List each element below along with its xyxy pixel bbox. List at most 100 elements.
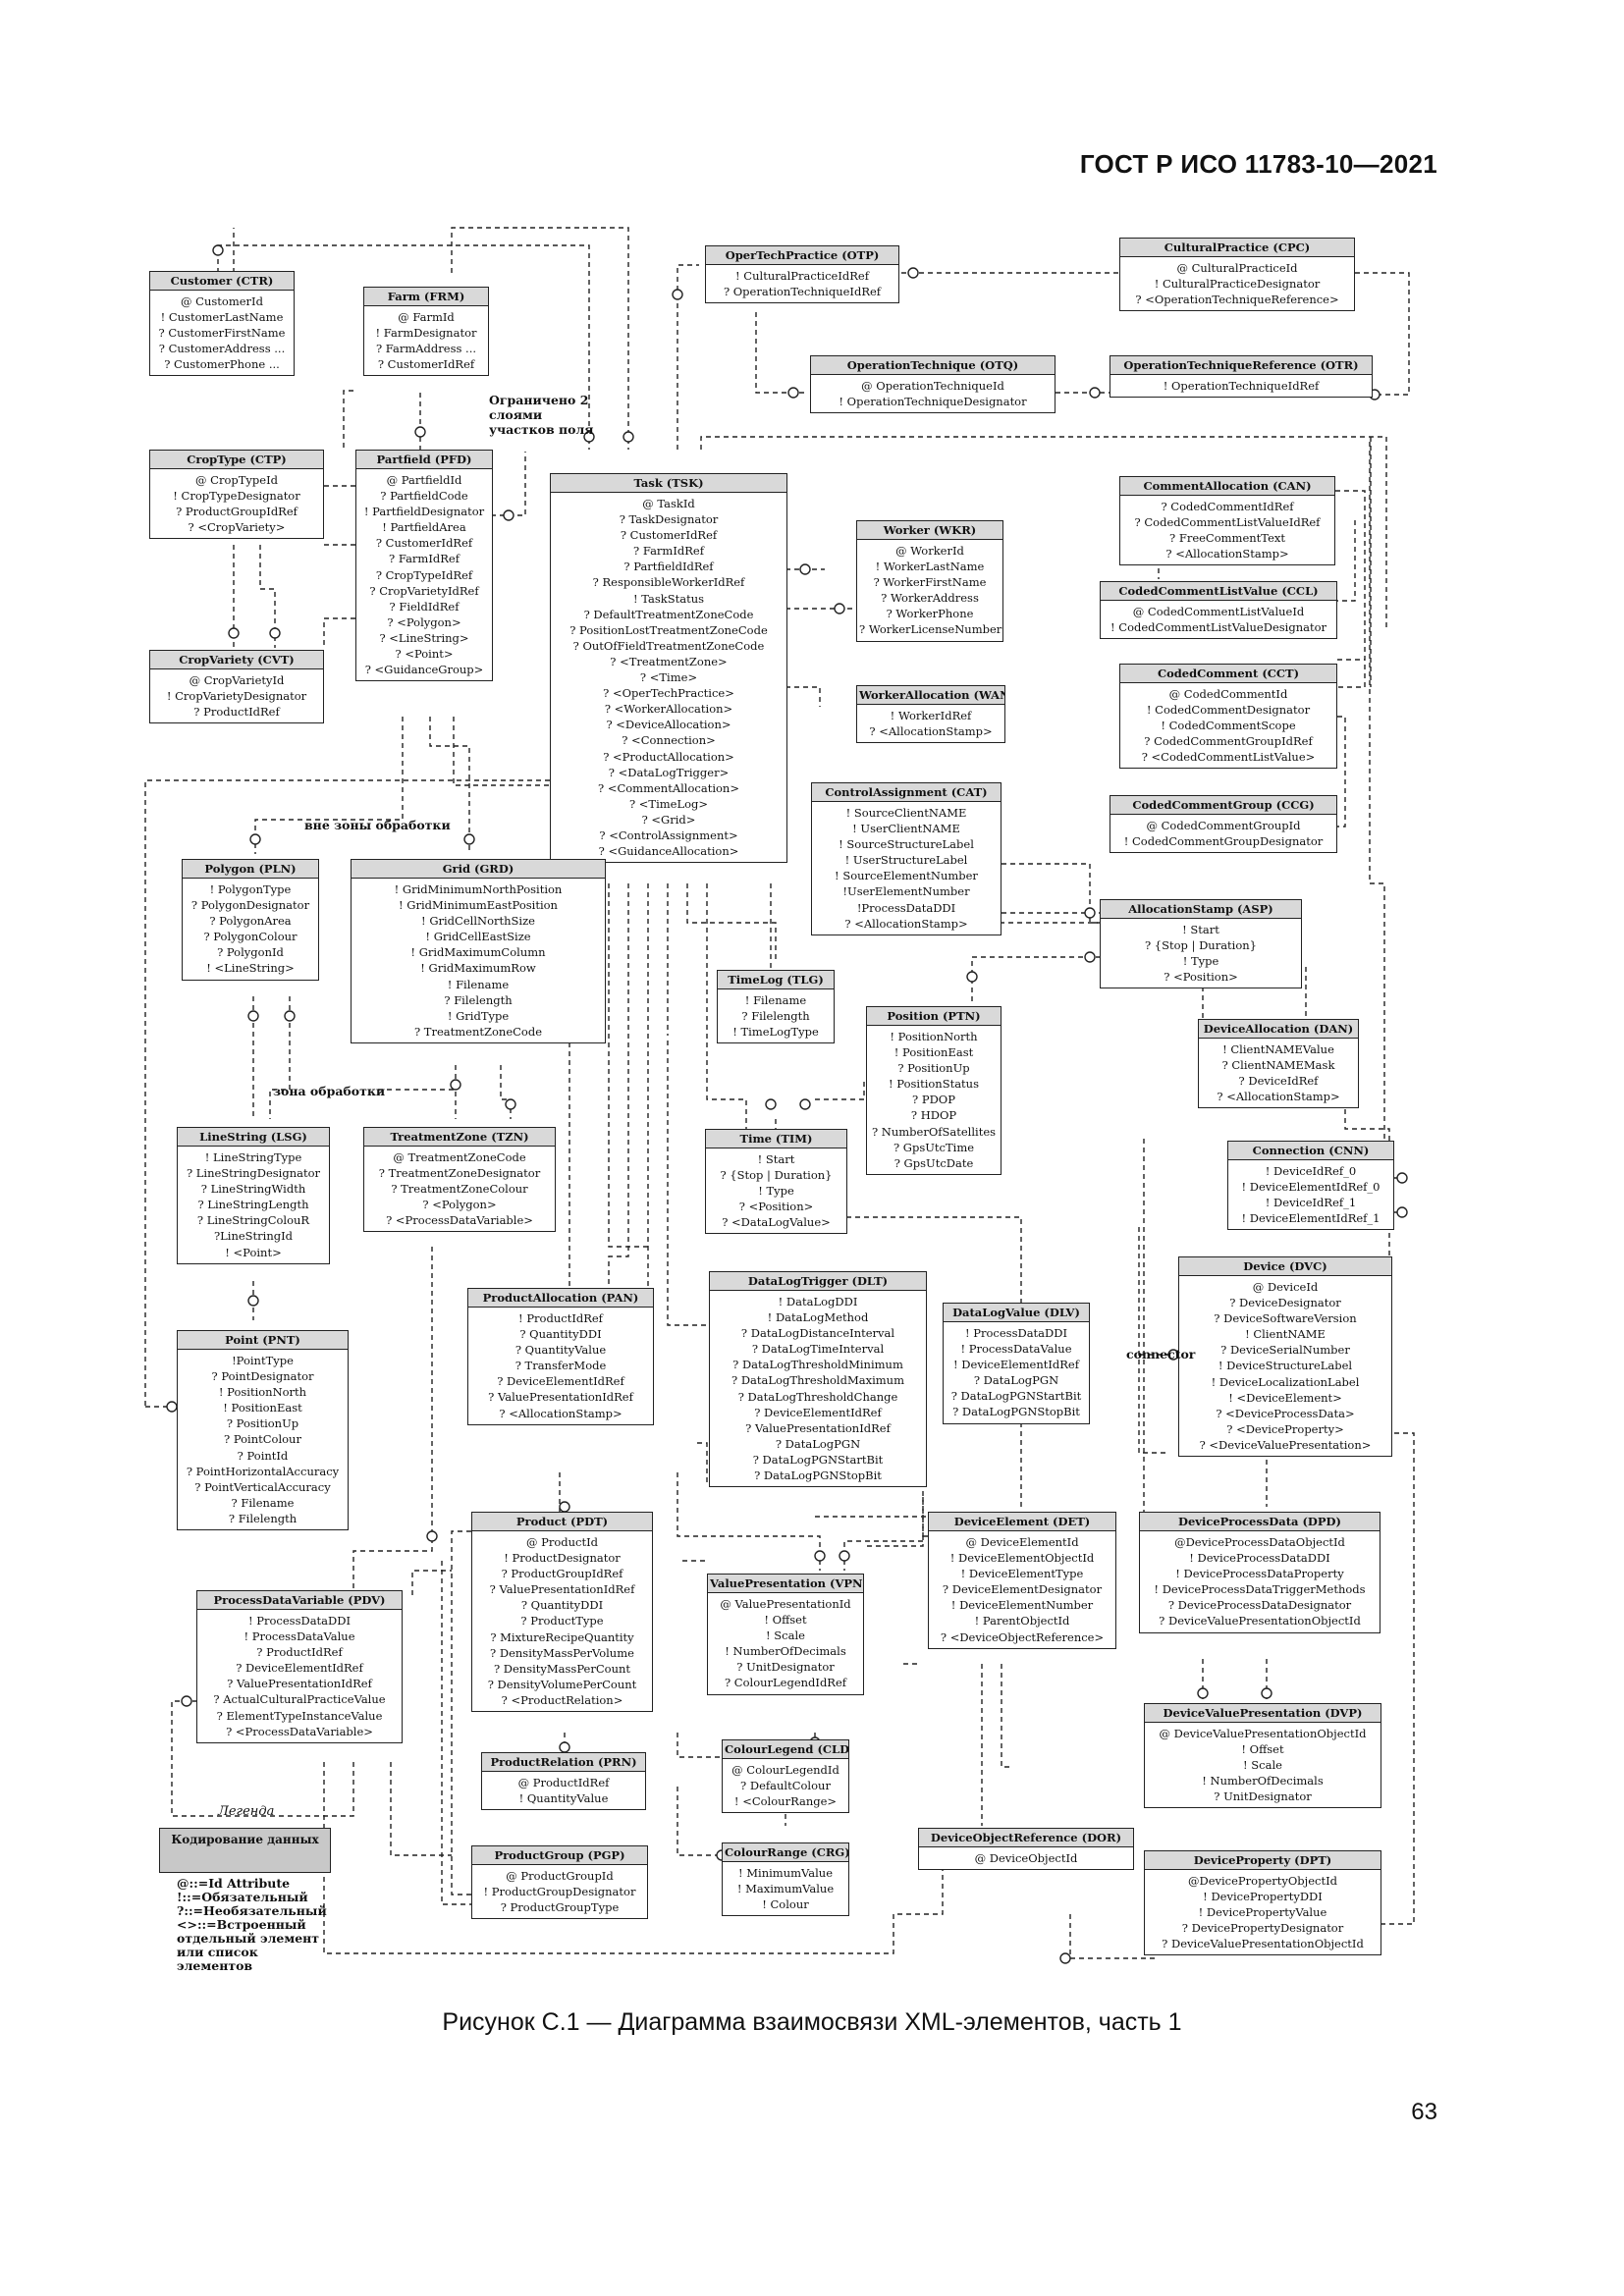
entity-tsk: Task (TSK)@ TaskId? TaskDesignator? Cust… <box>550 473 787 864</box>
entity-title: ProductGroup (PGP) <box>472 1846 647 1865</box>
entity-field: ? <Connection> <box>622 733 716 748</box>
entity-field: ? <CropVariety> <box>188 520 286 535</box>
entity-fields: @ ProductGroupId! ProductGroupDesignator… <box>472 1865 647 1918</box>
entity-cvt: CropVariety (CVT)@ CropVarietyId! CropVa… <box>149 650 324 724</box>
entity-vpn: ValuePresentation (VPN) @ ValuePresentati… <box>707 1574 864 1695</box>
entity-field: ! DevicePropertyValue <box>1198 1905 1327 1920</box>
entity-fields: @ TaskId? TaskDesignator? CustomerIdRef?… <box>551 493 786 862</box>
entity-frm: Farm (FRM)@ FarmId! FarmDesignator? Farm… <box>363 287 489 377</box>
entity-title: ValuePresentation (VPN) <box>708 1575 863 1593</box>
entity-title: OperationTechniqueReference (OTR) <box>1110 356 1372 375</box>
entity-field: ! PolygonType <box>209 882 292 896</box>
entity-field: ? TaskDesignator <box>619 512 719 527</box>
entity-title: OperationTechnique (OTQ) <box>811 356 1055 375</box>
entity-field: ? <GuidanceAllocation> <box>598 844 739 859</box>
entity-field: ? DataLogThresholdMaximum <box>731 1373 904 1388</box>
entity-field: ! ClientNAME <box>1245 1327 1326 1342</box>
entity-fields: @ DeviceValuePresentationObjectId! Offse… <box>1145 1723 1380 1807</box>
entity-field: ! NumberOfDecimals <box>725 1644 846 1659</box>
entity-field: ? PolygonId <box>217 945 284 960</box>
entity-field: ? DataLogThresholdMinimum <box>732 1358 903 1372</box>
entity-field: ! DeviceLocalizationLabel <box>1211 1374 1360 1389</box>
entity-crg: ColourRange (CRG)! MinimumValue! Maximum… <box>722 1842 849 1917</box>
entity-tlg: TimeLog (TLG)! Filename? Filelength! Tim… <box>717 970 835 1044</box>
entity-field: ! PositionEast <box>223 1401 302 1415</box>
entity-fields: ! Start? {Stop | Duration}! Type? <Posit… <box>1101 919 1301 988</box>
entity-field: @ ProductIdRef <box>517 1776 610 1789</box>
entity-otq: OperationTechnique (OTQ)@ OperationTechn… <box>810 355 1056 414</box>
entity-field: ? <Grid> <box>641 812 696 827</box>
entity-field: ? ValuePresentationIdRef <box>745 1420 891 1435</box>
entity-field: ? QuantityDDI <box>519 1327 602 1342</box>
entity-dvc: Device (DVC)@ DeviceId? DeviceDesignator… <box>1178 1256 1392 1458</box>
entity-field: ! Type <box>1182 954 1219 969</box>
entity-field: ? <DataLogValue> <box>722 1215 831 1230</box>
entity-field: ! UserClientNAME <box>852 822 960 836</box>
entity-field: @ ValuePresentationId <box>720 1597 851 1611</box>
entity-field: ? DeviceElementIdRef <box>754 1405 882 1419</box>
entity-field: ? Filelength <box>741 1009 810 1024</box>
entity-field: ? GpsUtcTime <box>893 1140 975 1154</box>
entity-title: Polygon (PLN) <box>183 860 318 879</box>
entity-field: ! PartfieldArea <box>382 520 466 535</box>
entity-field: ? <DataLogTrigger> <box>608 765 730 779</box>
entity-field: ? <DeviceValuePresentation> <box>1199 1437 1372 1452</box>
entity-field: ? <OperTechPractice> <box>603 686 734 701</box>
entity-field: ? DefaultTreatmentZoneCode <box>583 607 754 621</box>
entity-pdv: ProcessDataVariable (PDV)! ProcessDataDD… <box>196 1590 403 1743</box>
page-number: 63 <box>1411 2099 1437 2125</box>
entity-fields: ! PositionNorth! PositionEast? PositionU… <box>867 1026 1001 1174</box>
entity-det: DeviceElement (DET)@ DeviceElementId! De… <box>928 1512 1116 1649</box>
entity-field: @ WorkerId <box>895 544 964 558</box>
entity-field: ? LineStringLength <box>197 1198 309 1212</box>
entity-field: @ ProductGroupId <box>506 1869 614 1883</box>
entity-field: ! <Point> <box>225 1245 282 1259</box>
entity-title: LineString (LSG) <box>178 1128 329 1147</box>
entity-fields: @ CropTypeId! CropTypeDesignator? Produc… <box>150 469 323 538</box>
entity-field: ? ProductGroupIdRef <box>176 505 298 519</box>
entity-field: ! ProcessDataValue <box>244 1629 355 1644</box>
entity-field: ? CustomerPhone ... <box>164 357 280 372</box>
entity-field: ! GridCellEastSize <box>425 930 531 944</box>
entity-field: ? CustomerIdRef <box>377 357 475 372</box>
entity-field: ? {Stop | Duration} <box>720 1168 833 1183</box>
entity-field: ! Offset <box>1241 1742 1284 1757</box>
entity-fields: ! LineStringType? LineStringDesignator? … <box>178 1147 329 1263</box>
entity-field: ! PositionStatus <box>889 1077 979 1092</box>
entity-field: @ CustomerId <box>181 294 263 308</box>
entity-field: ? <TimeLog> <box>628 796 709 811</box>
entity-field: ? <Time> <box>639 670 698 685</box>
entity-field: ! GridMaximumRow <box>420 961 536 976</box>
entity-fields: @ CropVarietyId! CropVarietyDesignator? … <box>150 669 323 722</box>
entity-field: ? <Position> <box>738 1200 814 1214</box>
entity-field: ! WorkerLastName <box>875 560 985 574</box>
entity-title: DeviceProperty (DPT) <box>1145 1851 1380 1870</box>
entity-dlt: DataLogTrigger (DLT)! DataLogDDI! DataLo… <box>709 1271 927 1488</box>
entity-field: ? <DeviceProcessData> <box>1216 1406 1355 1420</box>
entity-title: Product (PDT) <box>472 1513 652 1531</box>
entity-field: ? DensityMassPerVolume <box>490 1645 634 1660</box>
entity-field: ? <Position> <box>1164 970 1238 985</box>
entity-fields: ! WorkerIdRef? <AllocationStamp> <box>857 705 1004 742</box>
entity-field: ? ValuePresentationIdRef <box>227 1677 372 1691</box>
figure-caption: Рисунок С.1 — Диаграмма взаимосвязи XML-… <box>442 2008 1182 2036</box>
entity-field: ! SourceElementNumber <box>835 869 978 883</box>
entity-field: ! Colour <box>762 1897 809 1912</box>
entity-field: ! DeviceProcessDataProperty <box>1175 1567 1344 1581</box>
entity-field: ? ValuePresentationIdRef <box>489 1582 635 1597</box>
entity-field: ? PartfieldCode <box>380 489 468 504</box>
entity-field: @ TreatmentZoneCode <box>393 1150 526 1164</box>
entity-field: ! PositionNorth <box>218 1385 307 1400</box>
entity-field: ! CodedCommentScope <box>1161 719 1296 733</box>
entity-pnt: Point (PNT)!PointType? PointDesignator! … <box>177 1330 349 1531</box>
entity-field: ? CodedCommentListValueIdRef <box>1134 515 1321 530</box>
legend-item-optional: ?::=Необязательный <box>177 1903 327 1918</box>
entity-field: ! ProductDesignator <box>504 1551 621 1566</box>
entity-field: ? DevicePropertyDesignator <box>1181 1921 1344 1936</box>
entity-fields: ! PolygonType? PolygonDesignator? Polygo… <box>183 879 318 980</box>
entity-field: ! GridType <box>447 1008 510 1023</box>
entity-fields: ! DataLogDDI! DataLogMethod? DataLogDist… <box>710 1291 926 1486</box>
entity-field: @ CodedCommentId <box>1168 687 1288 701</box>
entity-title: ColourLegend (CLD) <box>723 1740 848 1759</box>
entity-title: CodedComment (CCT) <box>1120 665 1336 683</box>
